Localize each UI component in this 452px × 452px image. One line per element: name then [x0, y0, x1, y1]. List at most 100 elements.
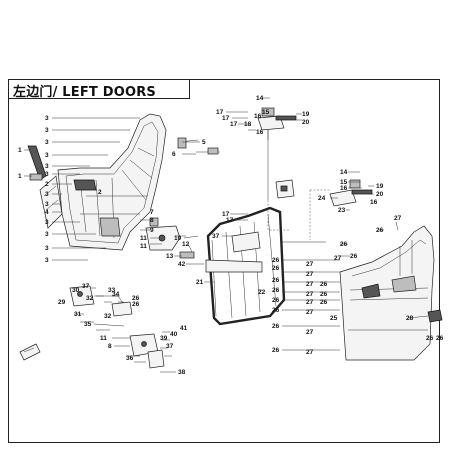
callout-label: 42	[178, 261, 186, 268]
callout-label: 17	[216, 109, 224, 116]
door-pull-handle	[427, 309, 443, 323]
callout-label: 5	[202, 139, 206, 146]
callout-label: 26	[426, 335, 434, 342]
callout-label: 19	[376, 183, 384, 190]
left-door-side-panel	[39, 175, 63, 229]
callout-label: 28	[406, 315, 414, 322]
callout-label: 27	[394, 215, 402, 222]
callout-label: 8	[108, 343, 112, 350]
title-box	[8, 79, 190, 99]
callout-label: 25	[330, 315, 338, 322]
callout-label: 15	[340, 179, 348, 186]
callout-label: 19	[302, 111, 310, 118]
callout-label: 27	[306, 349, 314, 356]
callout-label: 3	[45, 245, 49, 252]
callout-label: 7	[150, 209, 154, 216]
callout-label: 16	[254, 113, 262, 120]
callout-label: 20	[302, 119, 310, 126]
callout-label: 3	[45, 127, 49, 134]
callout-label: 26	[320, 281, 328, 288]
callout-label: 32	[104, 313, 112, 320]
callout-label: 16	[370, 199, 378, 206]
callout-label: 3	[45, 163, 49, 170]
latch-mechanism-small	[69, 285, 133, 331]
callout-label: 2	[45, 181, 49, 188]
callout-label: 1	[18, 147, 22, 154]
callout-label: 27	[334, 255, 342, 262]
callout-label: 36	[126, 355, 134, 362]
latch-cable-assembly	[177, 137, 220, 155]
callout-label: 26	[272, 277, 280, 284]
callout-labels: 3 3 3 3 3 3 2 3 1 1 3 4 3 3 3 3 5 6 7 8 …	[18, 95, 444, 376]
callout-label: 26	[272, 307, 280, 314]
callout-label: 24	[318, 195, 326, 202]
left-grab-handle	[27, 145, 47, 181]
callout-label: 23	[338, 207, 346, 214]
callout-label: 26	[272, 257, 280, 264]
callout-label: 32	[86, 295, 94, 302]
callout-label: 27	[306, 329, 314, 336]
callout-label: 3	[45, 115, 49, 122]
callout-label: 11	[140, 235, 147, 242]
callout-label: 27	[306, 261, 314, 268]
callout-label: 35	[84, 321, 92, 328]
callout-label: 22	[258, 289, 266, 296]
callout-label: 6	[172, 151, 176, 158]
callout-label: 38	[178, 369, 186, 376]
callout-label: 27	[306, 271, 314, 278]
diagram-title: 左边门/ LEFT DOORS	[13, 85, 156, 100]
callout-label: 17	[222, 115, 230, 122]
callout-label: 17	[226, 217, 234, 224]
callout-label: 12	[182, 241, 190, 248]
callout-label: 39	[160, 335, 168, 342]
callout-label: 3	[45, 171, 49, 178]
callout-label: 21	[196, 279, 204, 286]
callout-label: 13	[166, 253, 174, 260]
callout-label: 14	[340, 169, 348, 176]
callout-label: 34	[112, 291, 120, 298]
callout-label: 26	[132, 301, 140, 308]
callout-label: 26	[272, 287, 280, 294]
callout-label: 29	[58, 299, 66, 306]
callout-label: 3	[45, 219, 49, 226]
callout-label: 40	[170, 331, 178, 338]
callout-label: 3	[45, 201, 49, 208]
upper-hinge-assembly	[257, 107, 297, 231]
callout-label: 26	[320, 299, 328, 306]
callout-label: 27	[306, 299, 314, 306]
callout-label: 37	[212, 233, 220, 240]
callout-label: 18	[244, 121, 252, 128]
callout-label: 11	[140, 243, 147, 250]
callout-label: 11	[100, 335, 107, 342]
callout-label: 27	[306, 309, 314, 316]
left-door-frame	[57, 113, 167, 251]
callout-label: 15	[262, 109, 270, 116]
diagram-frame	[8, 79, 440, 443]
callout-label: 26	[272, 347, 280, 354]
lower-door-outer-panel	[339, 225, 435, 361]
callout-label: 26	[272, 265, 280, 272]
callout-label: 26	[272, 323, 280, 330]
callout-label: 3	[45, 257, 49, 264]
callout-label: 26	[350, 253, 358, 260]
callout-label: 30	[72, 287, 80, 294]
door-striker	[275, 179, 295, 199]
callout-label: 17	[222, 211, 230, 218]
callout-label: 26	[320, 291, 328, 298]
callout-label: 26	[376, 227, 384, 234]
callout-label: 31	[74, 311, 82, 318]
callout-label: 14	[256, 95, 264, 102]
callout-label: 16	[256, 129, 264, 136]
callout-label: 3	[45, 139, 49, 146]
callout-label: 8	[150, 217, 154, 224]
door-seal-icon	[19, 343, 41, 361]
callout-label: 33	[108, 287, 116, 294]
lower-hinge-assembly	[309, 179, 373, 240]
callout-label: 41	[180, 325, 188, 332]
callout-label: 2	[98, 189, 102, 196]
latch-bracket-lower	[129, 333, 165, 369]
callout-label: 37	[82, 283, 90, 290]
callout-label: 26	[272, 297, 280, 304]
